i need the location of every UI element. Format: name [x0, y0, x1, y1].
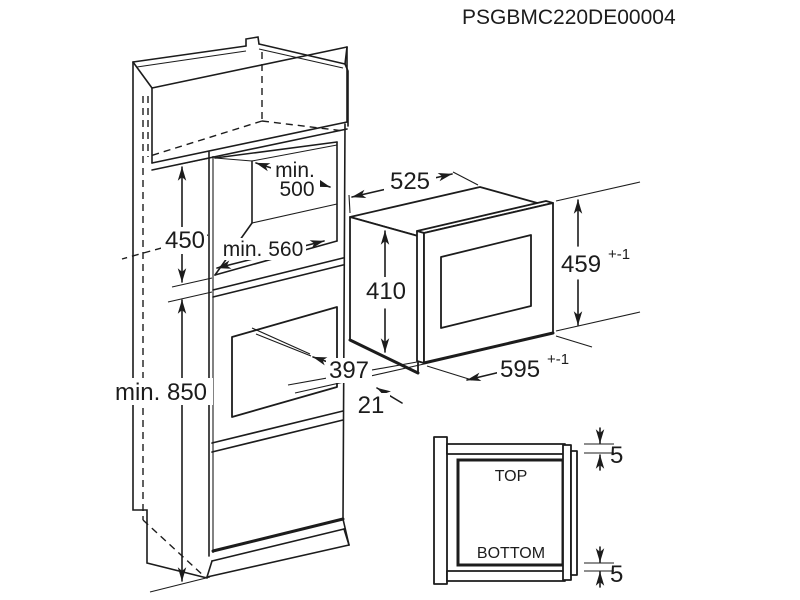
- cabinet-dimensions: 450 min. 850 min. 500 min. 560: [109, 157, 331, 593]
- inset-top-label: TOP: [495, 468, 528, 485]
- inset-bottom-gap: 5: [610, 561, 623, 588]
- dim-niche-height: 450: [165, 227, 205, 254]
- dim-body-depth: 397: [329, 357, 369, 384]
- clearance-inset: TOP BOTTOM 5 5: [433, 427, 623, 588]
- dim-frame-width: 595: [500, 356, 540, 383]
- microwave-dimensions: 525 410 459 +-1 595 +-1 397 21: [251, 168, 652, 419]
- inset-top-gap: 5: [610, 442, 623, 469]
- dim-frame-height: 459: [561, 251, 601, 278]
- dim-body-height: 410: [366, 278, 406, 305]
- dim-niche-depth-value: 500: [279, 178, 314, 201]
- inset-bottom-label: BOTTOM: [477, 545, 545, 562]
- dim-niche-depth-min: min.: [275, 159, 315, 182]
- dim-frame-height-tolerance: +-1: [608, 246, 630, 263]
- dim-door-protrusion: 21: [358, 392, 385, 419]
- dim-niche-width: min. 560: [223, 238, 304, 261]
- dim-frame-width-tolerance: +-1: [547, 351, 569, 368]
- dim-body-width: 525: [390, 168, 430, 195]
- cabinet-drawing: [121, 36, 350, 579]
- dim-cabinet-height: min. 850: [115, 379, 207, 406]
- drawing-title: PSGBMC220DE00004: [462, 6, 676, 29]
